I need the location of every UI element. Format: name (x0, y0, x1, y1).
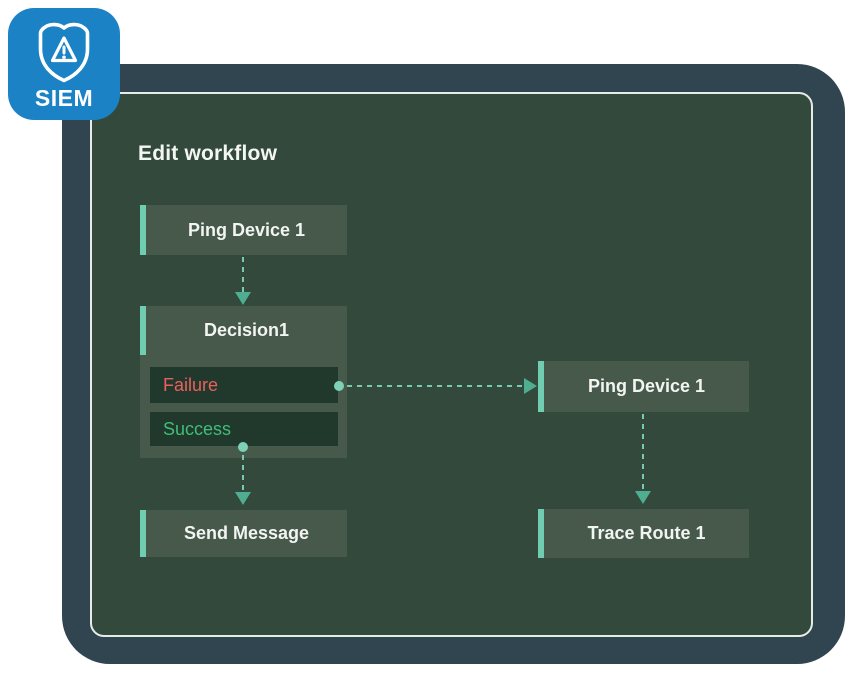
node-ping-device-1-left[interactable]: Ping Device 1 (140, 205, 347, 255)
decision-branches-container: Failure Success (140, 355, 347, 458)
page-title: Edit workflow (138, 142, 278, 165)
branch-label: Success (163, 418, 232, 439)
siem-badge-label: SIEM (34, 85, 94, 111)
node-decision-1[interactable]: Decision1 (140, 306, 347, 355)
branch-label: Failure (163, 374, 219, 395)
siem-app-badge: SIEM (8, 8, 120, 120)
node-label: Ping Device 1 (587, 376, 706, 396)
node-label: Ping Device 1 (187, 219, 306, 240)
node-label: Decision1 (203, 320, 290, 340)
branch-failure[interactable]: Failure (150, 367, 338, 403)
shield-warning-icon (38, 22, 90, 83)
node-ping-device-1-right[interactable]: Ping Device 1 (538, 361, 749, 412)
node-trace-route-1[interactable]: Trace Route 1 (538, 509, 749, 558)
branch-success[interactable]: Success (150, 412, 338, 446)
node-label: Trace Route 1 (587, 523, 706, 543)
node-label: Send Message (183, 523, 310, 543)
node-send-message[interactable]: Send Message (140, 510, 347, 557)
